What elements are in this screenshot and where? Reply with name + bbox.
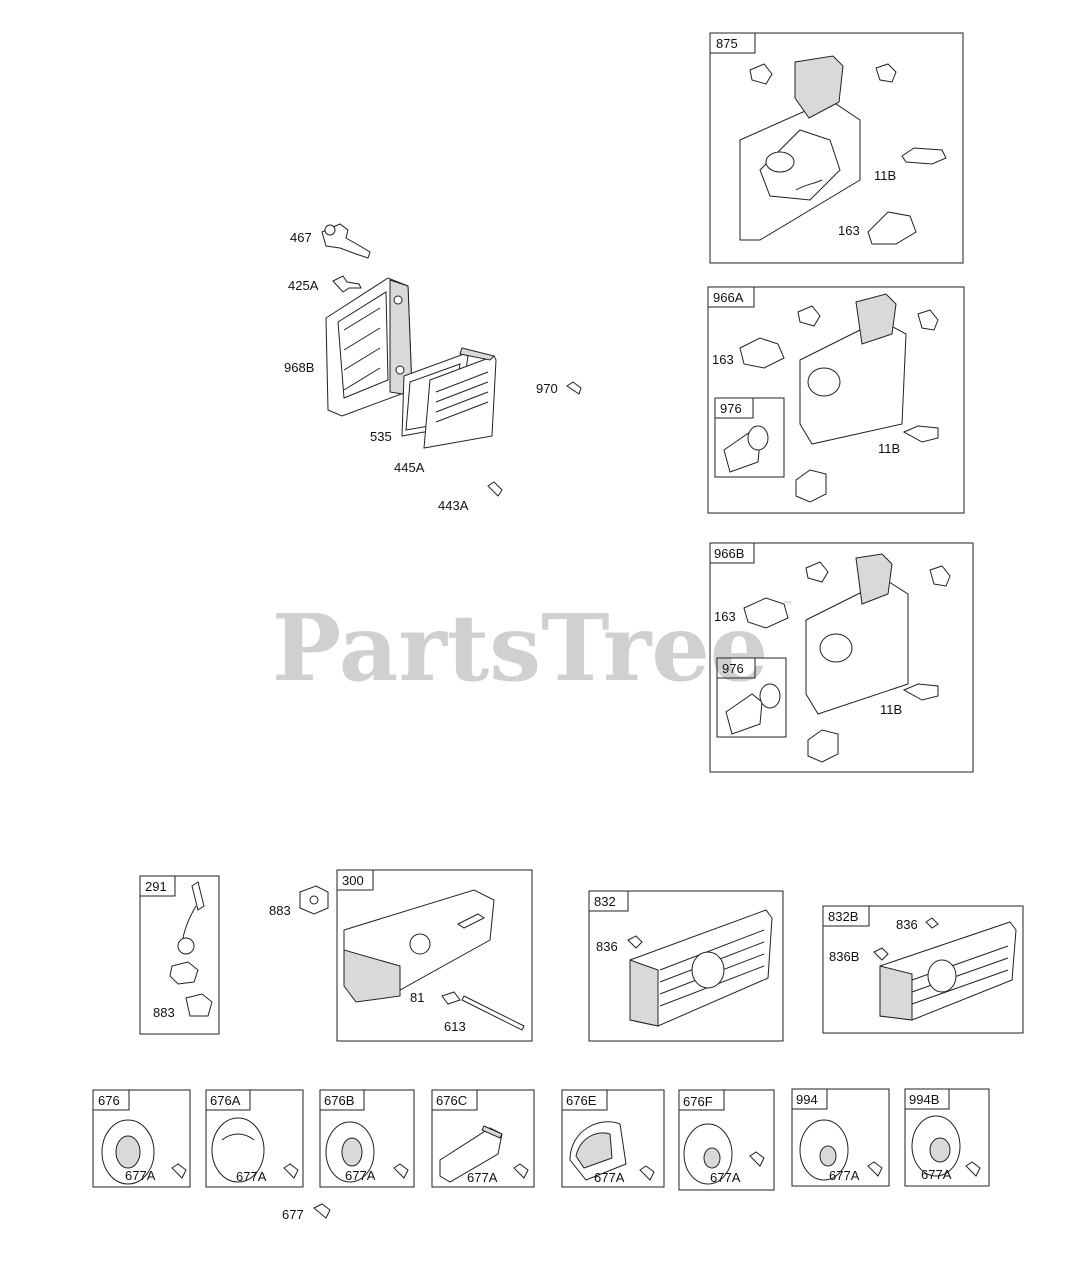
- box-291-title: 291: [145, 879, 167, 894]
- box-966B-title: 966B: [714, 546, 744, 561]
- box-832[interactable]: 832 836: [588, 890, 784, 1042]
- box-875-label-11B: 11B: [874, 168, 896, 183]
- part-677-screw[interactable]: [313, 1203, 331, 1219]
- part-425A-screw[interactable]: [332, 275, 362, 293]
- guard-676[interactable]: 676 677A: [92, 1089, 191, 1188]
- guard-676C-part: 677A: [467, 1170, 498, 1185]
- label-535: 535: [370, 429, 392, 444]
- guard-676F-part: 677A: [710, 1170, 741, 1185]
- label-445A: 445A: [394, 460, 425, 475]
- box-300-label-613: 613: [444, 1019, 466, 1034]
- guard-994-title: 994: [796, 1092, 818, 1107]
- guard-676F[interactable]: 676F 677A: [678, 1089, 775, 1191]
- guard-994-part: 677A: [829, 1168, 860, 1183]
- box-875-title: 875: [716, 36, 738, 51]
- watermark: PartsTree: [272, 594, 768, 702]
- label-968B: 968B: [284, 360, 314, 375]
- guard-994B-part: 677A: [921, 1167, 952, 1182]
- box-291-label-883: 883: [153, 1005, 175, 1020]
- label-883-loose: 883: [269, 903, 291, 918]
- guard-676A[interactable]: 676A 677A: [205, 1089, 304, 1188]
- box-832-title: 832: [594, 894, 616, 909]
- guard-676E-title: 676E: [566, 1093, 597, 1108]
- box-966B[interactable]: 966B 163 11B 976: [709, 542, 974, 773]
- box-966A-sub-976[interactable]: 976: [714, 397, 785, 478]
- guard-676B-title: 676B: [324, 1093, 354, 1108]
- guard-676F-title: 676F: [683, 1094, 713, 1109]
- box-300-title: 300: [342, 873, 364, 888]
- box-832B[interactable]: 832B 836 836B: [822, 905, 1024, 1034]
- box-832-label-836: 836: [596, 939, 618, 954]
- box-966B-sub-976-title: 976: [722, 661, 744, 676]
- guard-676C-title: 676C: [436, 1093, 467, 1108]
- part-445A-filter[interactable]: [423, 347, 497, 449]
- part-467-knob[interactable]: [321, 223, 371, 259]
- box-966A-label-11B: 11B: [878, 441, 900, 456]
- guard-994[interactable]: 994 677A: [791, 1088, 890, 1187]
- air-cleaner-assembly: 467 425A 968B 535 445A 443A 970: [284, 223, 582, 513]
- box-966B-sub-976[interactable]: 976: [716, 657, 787, 738]
- guard-676-title: 676: [98, 1093, 120, 1108]
- guard-676E[interactable]: 676E 677A: [561, 1089, 665, 1188]
- label-443A: 443A: [438, 498, 469, 513]
- box-300[interactable]: 300 81 613: [336, 869, 533, 1042]
- guard-676E-part: 677A: [594, 1170, 625, 1185]
- part-968B-cover[interactable]: [325, 277, 413, 417]
- box-832B-label-836B: 836B: [829, 949, 859, 964]
- part-970-screw[interactable]: [566, 381, 582, 395]
- label-425A: 425A: [288, 278, 319, 293]
- label-467: 467: [290, 230, 312, 245]
- box-300-label-81: 81: [410, 990, 424, 1005]
- box-832B-label-836: 836: [896, 917, 918, 932]
- part-443A-nut[interactable]: [487, 481, 503, 497]
- guard-676C[interactable]: 676C 677A: [431, 1089, 535, 1188]
- box-875-label-163: 163: [838, 223, 860, 238]
- box-832B-title: 832B: [828, 909, 858, 924]
- label-677: 677: [282, 1207, 304, 1222]
- guard-676A-part: 677A: [236, 1169, 267, 1184]
- guard-994B-title: 994B: [909, 1092, 939, 1107]
- guard-676B-part: 677A: [345, 1168, 376, 1183]
- guard-676A-title: 676A: [210, 1093, 241, 1108]
- part-883-loose[interactable]: [299, 885, 329, 915]
- label-970: 970: [536, 381, 558, 396]
- guard-994B[interactable]: 994B 677A: [904, 1088, 990, 1187]
- box-966B-label-11B: 11B: [880, 702, 902, 717]
- box-966A-sub-976-title: 976: [720, 401, 742, 416]
- box-291[interactable]: 291 883: [139, 875, 220, 1035]
- box-966A-label-163: 163: [712, 352, 734, 367]
- guard-676-part: 677A: [125, 1168, 156, 1183]
- box-966B-label-163: 163: [714, 609, 736, 624]
- box-966A[interactable]: 966A 163 11B 976: [707, 286, 965, 514]
- guard-676B[interactable]: 676B 677A: [319, 1089, 415, 1188]
- box-875[interactable]: 875 11B 163: [709, 32, 964, 264]
- box-966A-title: 966A: [713, 290, 744, 305]
